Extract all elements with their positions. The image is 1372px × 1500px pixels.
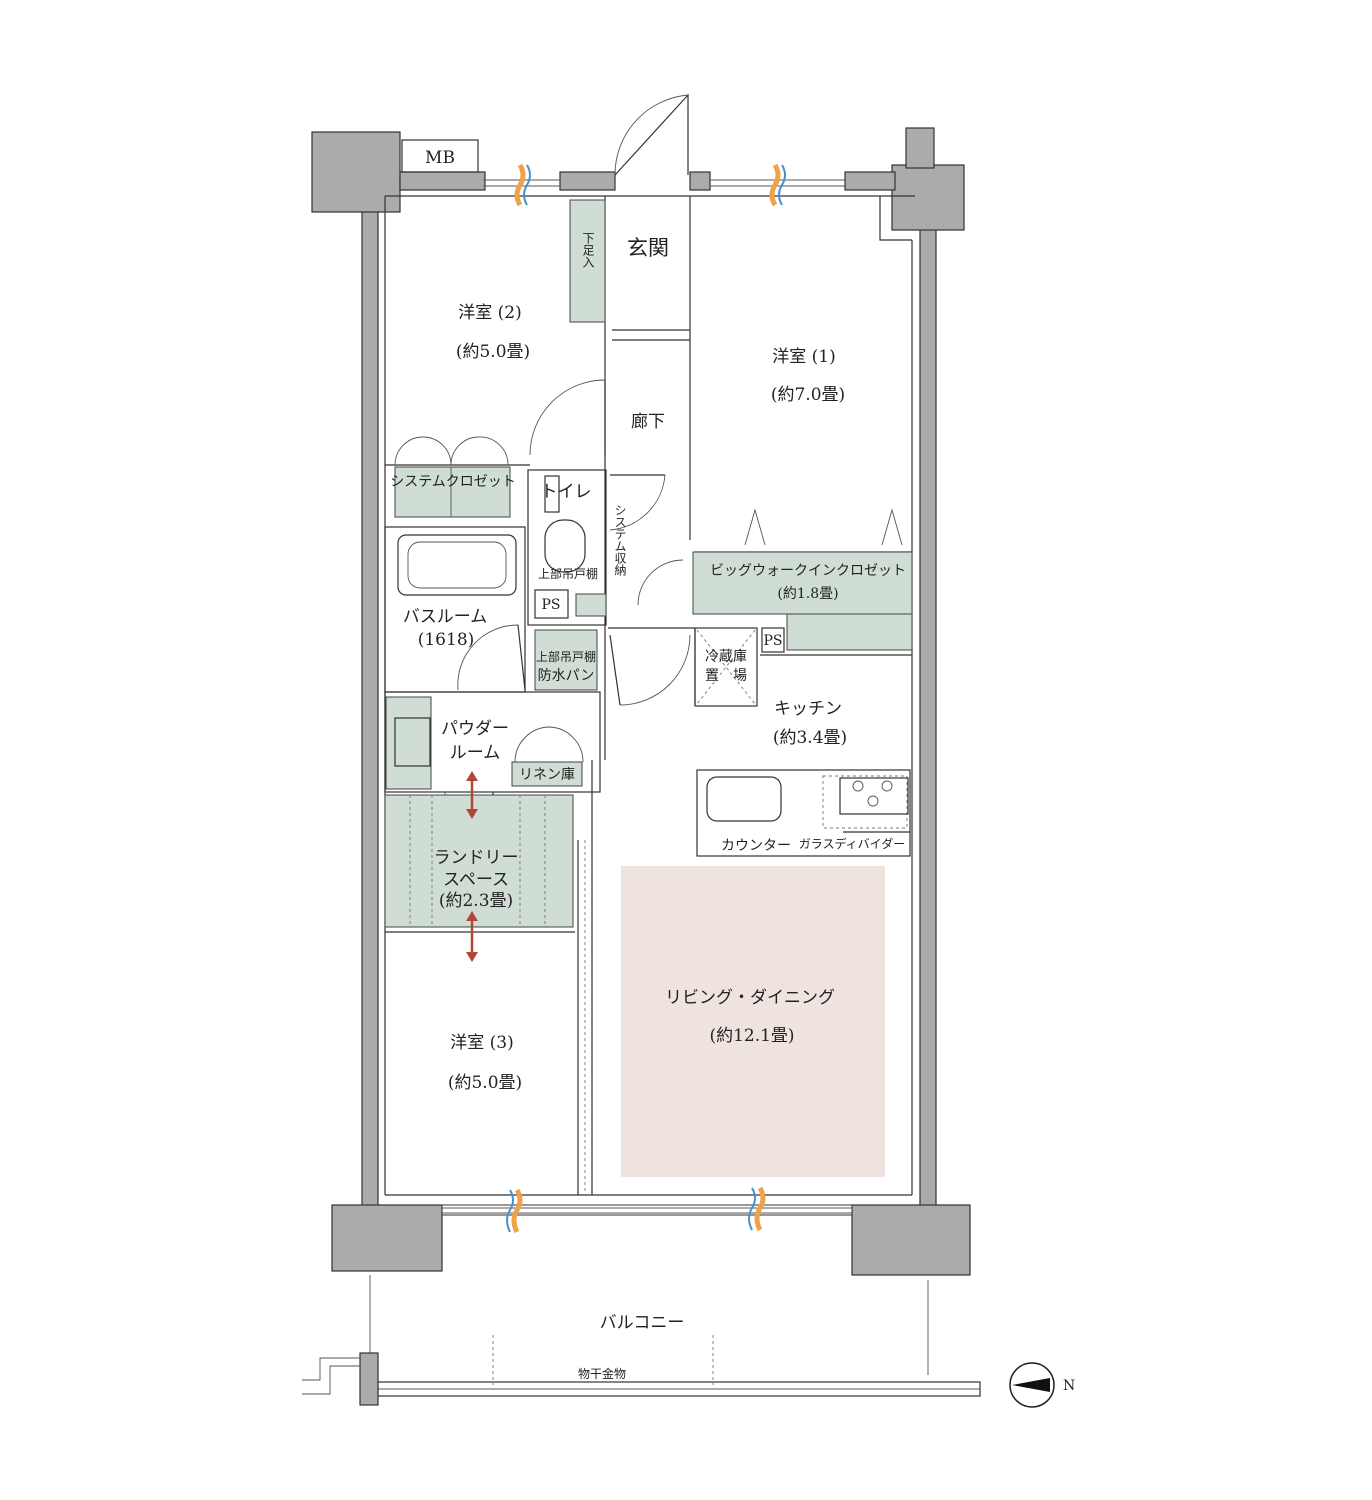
- fridge-label-1: 冷蔵庫: [705, 648, 747, 665]
- western2-name: 洋室 (2): [458, 303, 521, 323]
- fixtures: [394, 475, 911, 857]
- laundry-size: (約2.3畳): [439, 891, 513, 911]
- balcony-label: バルコニー: [600, 1313, 685, 1333]
- room-labels: 玄関 下足入 洋室 (2) (約5.0畳) 洋室 (1) (約7.0畳) 廊下 …: [390, 232, 906, 1381]
- bathroom-name: バスルーム: [403, 607, 488, 627]
- living-dining-area: [621, 866, 885, 1177]
- passage-arrows: [466, 771, 478, 962]
- living-name: リビング・ダイニング: [665, 988, 835, 1008]
- kitchen-counter: [696, 769, 911, 857]
- kitchen-size: (約3.4畳): [773, 728, 847, 748]
- north-indicator: N: [1009, 1362, 1075, 1408]
- entrance-label: 玄関: [627, 236, 669, 260]
- waterproof-pan-label: 防水パン: [538, 668, 595, 684]
- glass-divider-label: ガラスディバイダー: [799, 836, 905, 851]
- bathtub: [397, 534, 517, 596]
- kitchen-name: キッチン: [774, 699, 842, 719]
- counter-label: カウンター: [721, 838, 791, 854]
- fridge-space: [694, 627, 758, 707]
- fridge-label-2: 置 場: [705, 668, 747, 684]
- toilet-bowl: [544, 519, 586, 573]
- toilet-label: トイレ: [541, 482, 592, 502]
- ps-1-label: PS: [541, 597, 560, 613]
- western3-name: 洋室 (3): [450, 1033, 513, 1053]
- north-label: N: [1063, 1378, 1075, 1394]
- western1-size: (約7.0畳): [771, 385, 845, 405]
- mb-box: [401, 139, 479, 173]
- linen-storage: [511, 761, 583, 787]
- upper-shelf-2: [534, 629, 598, 691]
- big-wic-size: (約1.8畳): [777, 586, 838, 602]
- sink-icon: [706, 776, 782, 822]
- linen-label: リネン庫: [519, 766, 575, 783]
- storage-areas: [384, 199, 913, 928]
- upper-shelf-1-label: 上部吊戸棚: [538, 566, 598, 581]
- powder-label-2: ルーム: [450, 743, 501, 763]
- shoe-box-label: 下足入: [581, 232, 595, 268]
- upper-shelf-2-label: 上部吊戸棚: [536, 649, 596, 664]
- system-closet-label: システムクロゼット: [390, 474, 516, 490]
- drying-hardware-label: 物干金物: [578, 1366, 626, 1381]
- western1-name: 洋室 (1): [772, 347, 835, 367]
- system-storage: [575, 593, 607, 617]
- system-storage-label: システム収納: [613, 504, 627, 576]
- shoe-box: [569, 199, 606, 323]
- stove-icon: [839, 777, 909, 815]
- laundry-space: [384, 794, 574, 928]
- western2-size: (約5.0畳): [456, 342, 530, 362]
- powder-label-1: パウダー: [441, 719, 509, 739]
- big-wic-name: ビッグウォークインクロゼット: [710, 563, 906, 579]
- living-size: (約12.1畳): [709, 1026, 794, 1046]
- system-closet: [394, 466, 511, 518]
- laundry-label-2: スペース: [443, 870, 509, 890]
- airflow-marks: [506, 163, 786, 1234]
- structural-walls: [311, 127, 971, 1276]
- bathroom-size: (1618): [418, 630, 475, 650]
- wash-basin: [394, 717, 431, 767]
- hallway-label: 廊下: [631, 412, 665, 432]
- mb-label: MB: [425, 148, 455, 168]
- big-walk-in-closet: [692, 551, 913, 615]
- laundry-label-1: ランドリー: [434, 848, 519, 868]
- balcony: [302, 1275, 981, 1406]
- western3-size: (約5.0畳): [448, 1073, 522, 1093]
- ps-2-label: PS: [763, 633, 782, 649]
- interior-walls: [384, 195, 915, 1196]
